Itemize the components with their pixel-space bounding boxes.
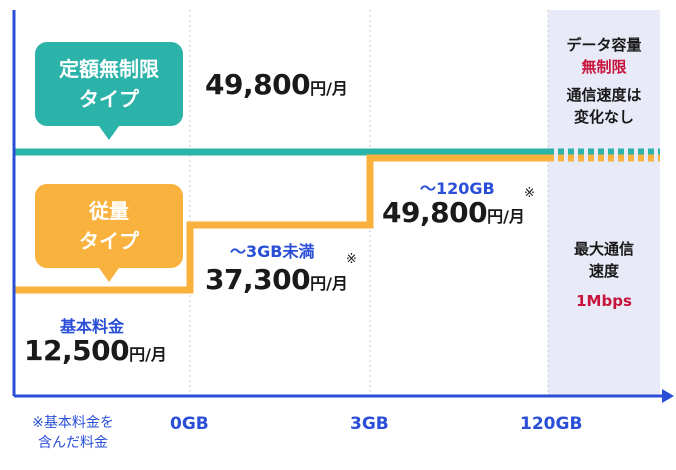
teal-price-value: 49,800: [205, 68, 311, 101]
orange-plan-name: 従量タイプ: [79, 199, 139, 253]
step0-price-value: 12,500: [24, 334, 130, 367]
x-tick-120gb: 120GB: [520, 414, 583, 434]
step1-note-mark: ※: [346, 252, 357, 267]
right-top-line1: データ容量: [566, 36, 642, 54]
right-bottom-line1: 最大通信: [573, 240, 634, 258]
step1-price-unit: 円/月: [310, 274, 348, 293]
teal-price-label: 49,800円/月: [205, 68, 348, 101]
right-panel-top-text: データ容量 無制限 通信速度は 変化なし: [548, 34, 660, 128]
footnote: ※基本料金を 含んだ料金: [8, 413, 138, 453]
teal-plan-callout: 定額無制限タイプ: [35, 42, 183, 140]
step1-label: 〜3GB未満: [230, 242, 315, 261]
teal-price-unit: 円/月: [310, 79, 348, 98]
step2-price-value: 49,800: [382, 196, 488, 229]
right-top-line3: 通信速度は: [566, 86, 642, 104]
right-bottom-line2: 速度: [588, 262, 619, 280]
x-tick-3gb: 3GB: [350, 414, 389, 434]
step2-label: 〜120GB: [420, 179, 495, 198]
step0-price-unit: 円/月: [129, 345, 167, 364]
step0-label: 基本料金: [60, 317, 125, 336]
footnote-line2: 含んだ料金: [38, 435, 108, 451]
right-top-line2: 無制限: [581, 58, 627, 76]
step2-price-unit: 円/月: [487, 207, 525, 226]
orange-plan-callout: 従量タイプ: [35, 184, 183, 282]
step1-price-label: 37,300円/月: [205, 263, 348, 296]
series-orange-step-line: [14, 154, 548, 294]
step0-price-label: 12,500円/月: [24, 334, 167, 367]
footnote-line1: ※基本料金を: [32, 415, 114, 431]
teal-plan-name: 定額無制限タイプ: [59, 57, 159, 111]
right-bottom-line3: 1Mbps: [576, 292, 632, 310]
right-panel-bottom-text: 最大通信 速度 1Mbps: [548, 238, 660, 312]
step1-price-value: 37,300: [205, 263, 311, 296]
step2-note-mark: ※: [524, 186, 535, 201]
right-panel-background: [548, 10, 660, 395]
step2-price-label: 49,800円/月: [382, 196, 525, 229]
right-top-line4: 変化なし: [573, 108, 634, 126]
x-axis-arrowhead: [662, 389, 674, 403]
x-tick-0gb: 0GB: [170, 414, 209, 434]
